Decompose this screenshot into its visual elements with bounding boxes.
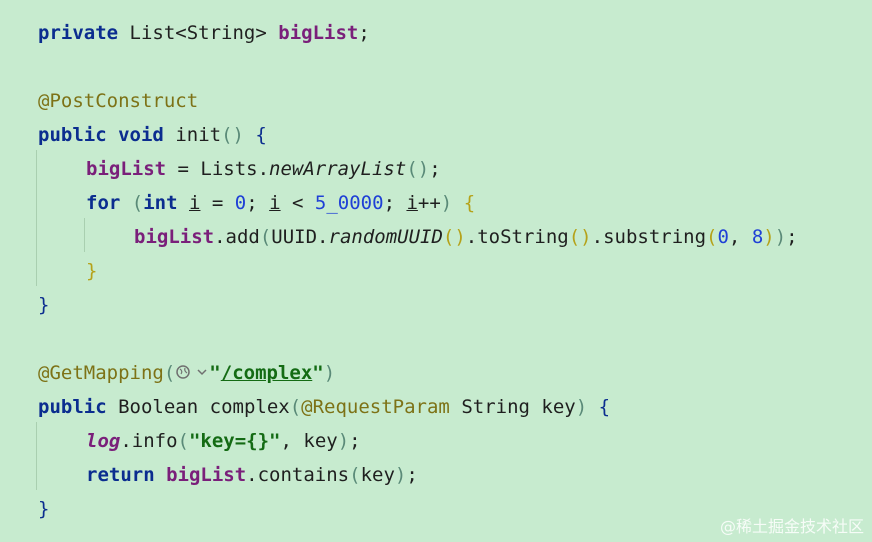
class-uuid: UUID. bbox=[271, 226, 329, 248]
close-paren: ) bbox=[575, 396, 588, 418]
parens: () bbox=[568, 226, 592, 248]
open-brace: { bbox=[255, 124, 267, 146]
close-brace: } bbox=[38, 294, 50, 316]
field-log: log bbox=[86, 430, 121, 452]
variable-i: i bbox=[189, 192, 201, 214]
close-paren: ) bbox=[763, 226, 775, 248]
annotation-postconstruct: @PostConstruct bbox=[38, 90, 199, 112]
increment: ++ bbox=[417, 192, 441, 214]
field-biglist: bigList bbox=[166, 464, 247, 486]
field-biglist: bigList bbox=[86, 158, 167, 180]
open-paren: ( bbox=[163, 362, 176, 384]
code-line-add[interactable]: bigList.add(UUID.randomUUID().toString()… bbox=[38, 220, 798, 254]
code-line-log[interactable]: log.info("key={}", key); bbox=[38, 424, 361, 458]
quote: " bbox=[312, 362, 324, 384]
arg-key: key bbox=[360, 464, 395, 486]
arg-key: , key bbox=[280, 430, 338, 452]
comma: , bbox=[728, 226, 752, 248]
route-link-complex[interactable]: /complex bbox=[220, 362, 313, 384]
param-string-key: String key bbox=[449, 396, 576, 418]
indent-guide bbox=[36, 422, 37, 490]
type-list-string: List<String> bbox=[129, 22, 267, 44]
code-line-init-signature[interactable]: public void init() { bbox=[38, 118, 267, 152]
close-paren: ) bbox=[440, 192, 453, 214]
code-line-return[interactable]: return bigList.contains(key); bbox=[38, 458, 418, 492]
method-randomuuid: randomUUID bbox=[328, 226, 443, 248]
indent-guide bbox=[84, 218, 85, 252]
close-paren: ) bbox=[323, 362, 336, 384]
method-complex: complex bbox=[209, 396, 290, 418]
open-paren: ( bbox=[706, 226, 718, 248]
number-limit: 5_0000 bbox=[314, 192, 384, 214]
code-line-postconstruct[interactable]: @PostConstruct bbox=[38, 84, 198, 118]
close-paren: ) bbox=[337, 430, 350, 452]
semicolon: ; bbox=[429, 158, 441, 180]
method-contains: .contains bbox=[246, 464, 350, 486]
keyword-for: for bbox=[86, 192, 121, 214]
method-add: .add bbox=[214, 226, 260, 248]
keyword-private: private bbox=[38, 22, 119, 44]
globe-icon[interactable] bbox=[176, 357, 194, 391]
method-init: init bbox=[175, 124, 222, 146]
separator: ; bbox=[383, 192, 407, 214]
semicolon: ; bbox=[349, 430, 361, 452]
open-paren: ( bbox=[289, 396, 302, 418]
parens: () bbox=[221, 124, 244, 146]
open-paren: ( bbox=[259, 226, 272, 248]
code-line-complex-signature[interactable]: public Boolean complex(@RequestParam Str… bbox=[38, 390, 610, 424]
close-paren: ) bbox=[774, 226, 787, 248]
chevron-down-icon[interactable] bbox=[196, 357, 208, 391]
annotation-requestparam: @RequestParam bbox=[301, 396, 450, 418]
field-biglist: bigList bbox=[134, 226, 215, 248]
method-info: .info bbox=[120, 430, 178, 452]
parens: () bbox=[406, 158, 430, 180]
code-line-close-init[interactable]: } bbox=[38, 288, 49, 322]
close-brace: } bbox=[38, 498, 50, 520]
watermark: @稀土掘金技术社区 bbox=[719, 517, 864, 536]
keyword-public: public bbox=[38, 124, 107, 146]
variable-i: i bbox=[406, 192, 418, 214]
open-brace: { bbox=[598, 396, 611, 418]
code-line-getmapping[interactable]: @GetMapping( "/complex") bbox=[38, 356, 335, 390]
keyword-void: void bbox=[118, 124, 164, 146]
code-line-close-for[interactable]: } bbox=[38, 254, 97, 288]
semicolon: ; bbox=[406, 464, 418, 486]
open-paren: ( bbox=[349, 464, 361, 486]
semicolon: ; bbox=[358, 22, 370, 44]
less-than: < bbox=[280, 192, 315, 214]
keyword-int: int bbox=[143, 192, 178, 214]
method-newarraylist: newArrayList bbox=[269, 158, 407, 180]
code-line-field-declaration[interactable]: private List<String> bigList; bbox=[38, 16, 370, 50]
annotation-getmapping: @GetMapping bbox=[38, 362, 164, 384]
close-brace: } bbox=[86, 260, 98, 282]
variable-i: i bbox=[269, 192, 281, 214]
assign-lists: = Lists. bbox=[166, 158, 270, 180]
code-line-for-loop[interactable]: for (int i = 0; i < 5_0000; i++) { bbox=[38, 186, 475, 220]
number-zero: 0 bbox=[717, 226, 729, 248]
field-biglist: bigList bbox=[278, 22, 359, 44]
code-line-init-body[interactable]: bigList = Lists.newArrayList(); bbox=[38, 152, 441, 186]
keyword-return: return bbox=[86, 464, 155, 486]
keyword-public: public bbox=[38, 396, 107, 418]
string-literal: "key={}" bbox=[188, 430, 281, 452]
method-tostring: .toString bbox=[465, 226, 569, 248]
semicolon: ; bbox=[786, 226, 798, 248]
quote: " bbox=[209, 362, 221, 384]
parens: () bbox=[442, 226, 466, 248]
close-paren: ) bbox=[394, 464, 407, 486]
code-line-close-complex[interactable]: } bbox=[38, 492, 49, 526]
type-boolean: Boolean bbox=[118, 396, 199, 418]
method-substring: .substring bbox=[591, 226, 707, 248]
open-paren: ( bbox=[131, 192, 144, 214]
separator: ; bbox=[246, 192, 270, 214]
open-paren: ( bbox=[177, 430, 189, 452]
number-zero: 0 bbox=[234, 192, 247, 214]
open-brace: { bbox=[463, 192, 476, 214]
indent-guide bbox=[36, 150, 37, 286]
assign: = bbox=[200, 192, 235, 214]
number-eight: 8 bbox=[751, 226, 764, 248]
